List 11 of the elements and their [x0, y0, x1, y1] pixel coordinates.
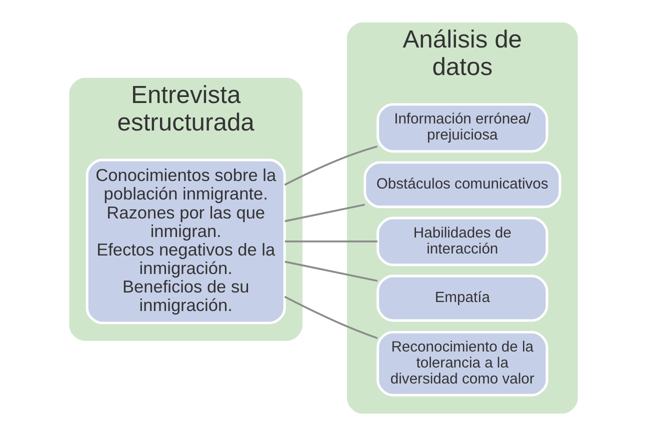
connector	[284, 240, 378, 242]
connector	[284, 204, 365, 222]
connector	[284, 145, 378, 186]
node-box: Información errónea/ prejuiciosa	[376, 103, 548, 153]
node-box: Conocimientos sobre la población inmigrante. Razones por las que inmigran. Efectos negativos de la inmigración. Beneficios de su inmigración.	[86, 158, 286, 324]
node-box: Empatía	[376, 274, 548, 322]
node-box: Reconocimiento de la tolerancia a la diversidad como valor	[376, 330, 548, 396]
node-box: Habilidades de interacción	[376, 216, 548, 266]
node-box: Obstáculos comunicativos	[364, 161, 562, 208]
connector	[284, 260, 378, 282]
connector	[284, 296, 378, 340]
